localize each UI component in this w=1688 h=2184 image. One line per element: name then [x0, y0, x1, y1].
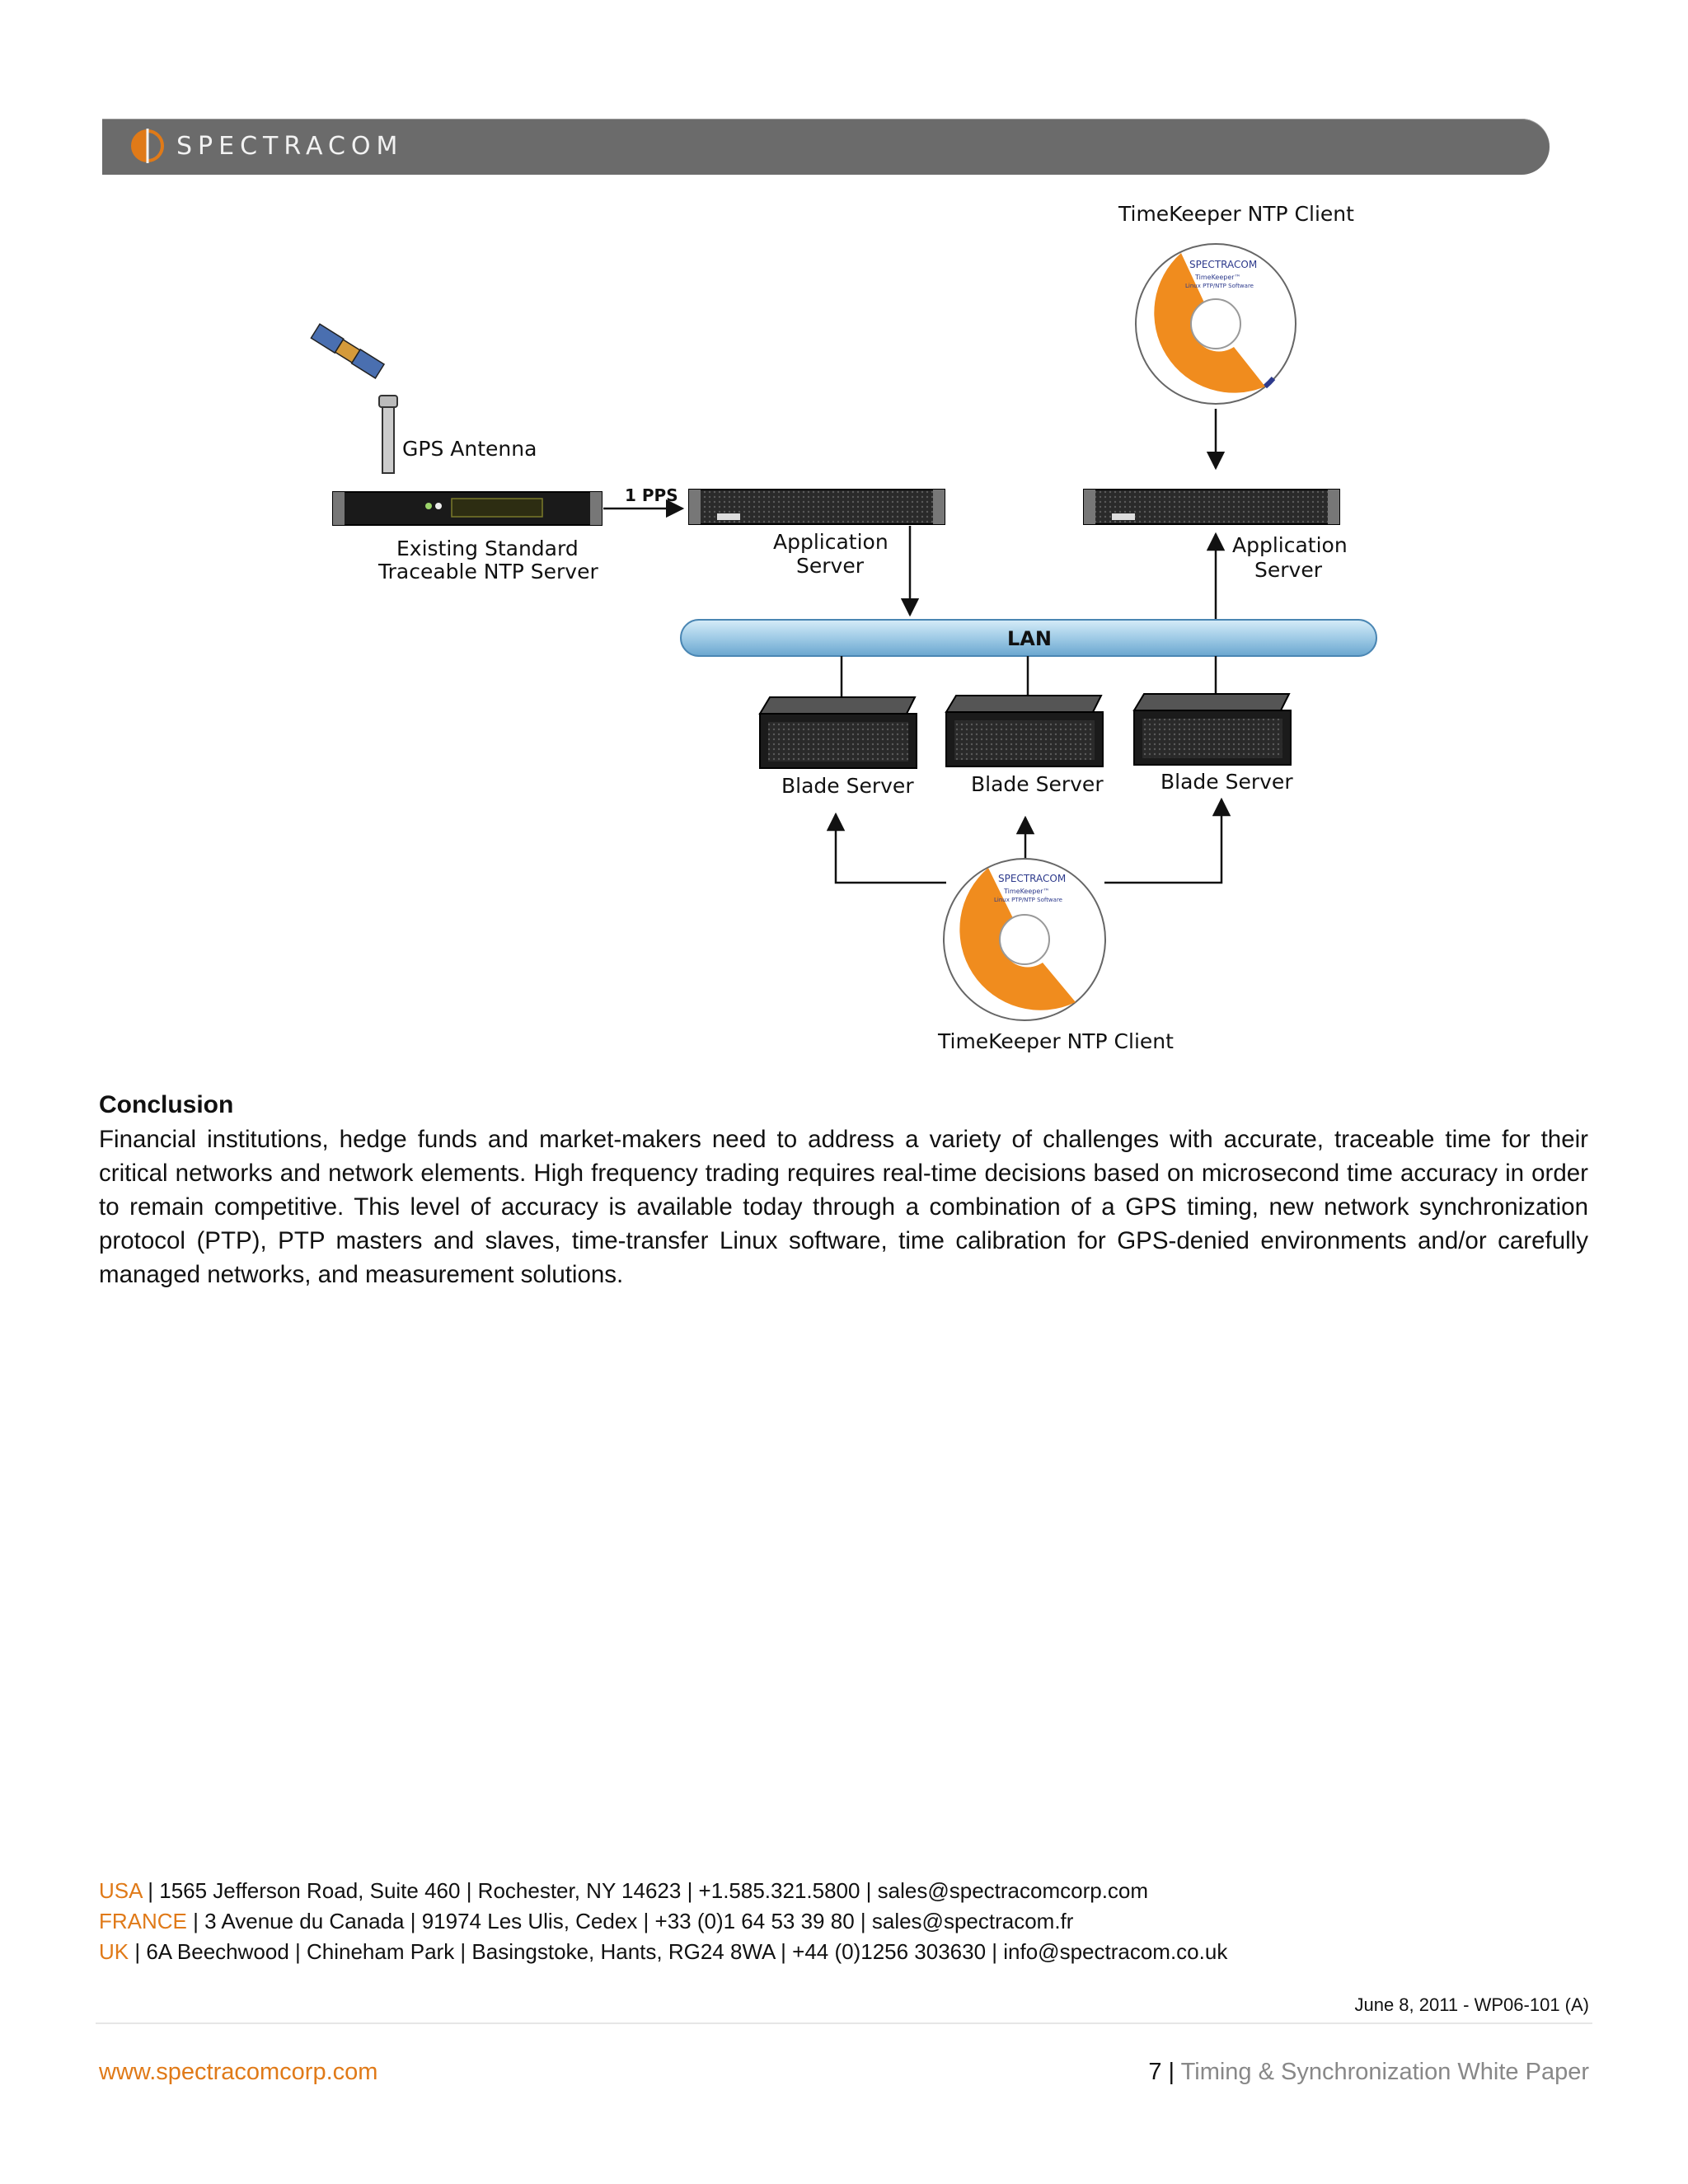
footer-page-info: 7 | Timing & Synchronization White Paper [1148, 2059, 1589, 2086]
cd-subtitle: Linux PTP/NTP Software [994, 897, 1062, 903]
blade-server-3-label: Blade Server [1160, 770, 1293, 794]
page-number: 7 [1148, 2059, 1162, 2085]
contact-details: | 6A Beechwood | Chineham Park | Basings… [129, 1939, 1228, 1964]
contact-row-uk: UK | 6A Beechwood | Chineham Park | Basi… [99, 1937, 1227, 1967]
footer-separator: | [1161, 2059, 1181, 2085]
blade-server-icon [945, 695, 1104, 767]
conclusion-paragraph: Financial institutions, hedge funds and … [99, 1126, 1588, 1288]
cd-disc-icon: SPECTRACOM TimeKeeper™ Linux PTP/NTP Sof… [1135, 243, 1296, 405]
rack-server-icon [332, 491, 603, 526]
conclusion-heading: Conclusion [99, 1091, 234, 1118]
app-server-left-label-line1: Application [773, 530, 889, 554]
app-server-right-label-line2: Server [1254, 558, 1323, 582]
rack-server-icon [1083, 489, 1340, 525]
cd-brand: SPECTRACOM [1189, 259, 1257, 270]
cd-subtitle: Linux PTP/NTP Software [1185, 283, 1254, 289]
cd-title: TimeKeeper™ [1194, 274, 1241, 281]
contact-details: | 3 Avenue du Canada | 91974 Les Ulis, C… [186, 1909, 1074, 1933]
blade-server-icon [758, 696, 917, 769]
contact-details: | 1565 Jefferson Road, Suite 460 | Roche… [142, 1878, 1149, 1903]
contact-list: USA | 1565 Jefferson Road, Suite 460 | R… [99, 1876, 1227, 1967]
ntp-server-label-line2: Traceable NTP Server [377, 560, 598, 583]
blade-server-2-label: Blade Server [971, 772, 1104, 796]
contact-country: USA [99, 1878, 143, 1903]
footer-divider [96, 2022, 1592, 2024]
lan-label: LAN [1007, 627, 1052, 650]
contact-row-usa: USA | 1565 Jefferson Road, Suite 460 | R… [99, 1876, 1227, 1906]
pps-label: 1 PPS [625, 485, 678, 505]
cd-title: TimeKeeper™ [1003, 888, 1050, 895]
client-bottom-label: TimeKeeper NTP Client [937, 1029, 1174, 1053]
gps-antenna-icon [378, 395, 398, 474]
document-date-code: June 8, 2011 - WP06-101 (A) [1354, 1994, 1589, 2015]
brand-name: SPECTRACOM [176, 132, 404, 161]
satellite-icon [310, 323, 386, 379]
app-server-right-label-line1: Application [1232, 533, 1348, 557]
blade-server-icon [1132, 693, 1292, 766]
footer-website-link[interactable]: www.spectracomcorp.com [99, 2059, 378, 2085]
cd-disc-icon: SPECTRACOM TimeKeeper™ Linux PTP/NTP Sof… [943, 858, 1106, 1021]
ntp-server-label-line1: Existing Standard [396, 537, 579, 560]
network-diagram: TimeKeeper NTP Client SPECTRACOM TimeKee… [310, 202, 1377, 1053]
rack-server-icon [688, 489, 945, 525]
client-top-label: TimeKeeper NTP Client [1118, 202, 1354, 226]
app-server-left-label-line2: Server [796, 554, 865, 578]
footer-doc-title: Timing & Synchronization White Paper [1180, 2059, 1589, 2085]
contact-row-france: FRANCE | 3 Avenue du Canada | 91974 Les … [99, 1906, 1227, 1937]
header-bar: SPECTRACOM [102, 119, 1550, 175]
spectracom-logo-icon [131, 129, 164, 163]
gps-antenna-label: GPS Antenna [402, 437, 537, 461]
blade-server-1-label: Blade Server [781, 774, 914, 798]
cd-brand: SPECTRACOM [998, 873, 1066, 884]
contact-country: FRANCE [99, 1909, 187, 1933]
contact-country: UK [99, 1939, 129, 1964]
